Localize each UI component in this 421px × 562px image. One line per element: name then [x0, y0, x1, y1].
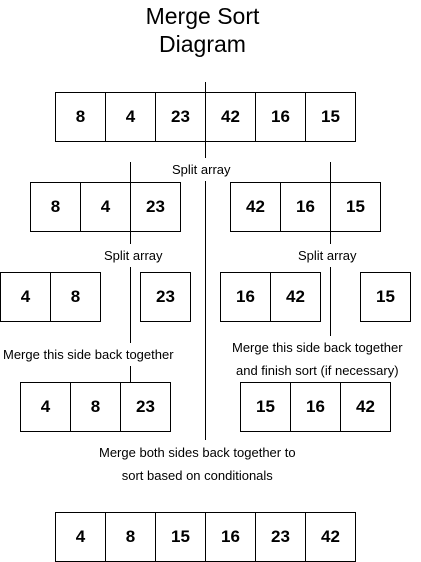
array-cell: 4: [80, 182, 131, 232]
merge-both-label: Merge both sides back together to sort b…: [99, 441, 296, 487]
split-label-center: Split array: [172, 158, 231, 181]
array-cell: 42: [340, 382, 391, 432]
right-merged-array: 15 16 42: [240, 382, 391, 432]
merge-label-right: Merge this side back together and finish…: [232, 336, 403, 382]
array-cell: 8: [30, 182, 81, 232]
left-merged-array: 4 8 23: [20, 382, 171, 432]
array-cell: 4: [20, 382, 71, 432]
array-cell: 42: [305, 512, 356, 562]
array-cell: 42: [230, 182, 281, 232]
diagram-title: Merge Sort Diagram: [0, 2, 405, 58]
title-line-2: Diagram: [159, 31, 246, 57]
array-cell: 8: [70, 382, 121, 432]
array-cell: 8: [105, 512, 156, 562]
array-cell: 16: [205, 512, 256, 562]
array-cell: 16: [280, 182, 331, 232]
split-label-right: Split array: [298, 244, 357, 267]
array-cell: 15: [330, 182, 381, 232]
array-cell: 23: [155, 92, 206, 142]
array-cell: 23: [120, 382, 171, 432]
merge-label-right-line-1: Merge this side back together: [232, 340, 403, 355]
array-cell: 42: [205, 92, 256, 142]
merge-label-right-line-2: and finish sort (if necessary): [235, 363, 399, 378]
array-cell: 4: [55, 512, 106, 562]
array-cell: 23: [130, 182, 181, 232]
array-cell: 8: [50, 272, 101, 322]
array-cell: 8: [55, 92, 106, 142]
array-cell: 23: [255, 512, 306, 562]
array-cell: 15: [305, 92, 356, 142]
array-cell: 4: [0, 272, 51, 322]
right-half-array: 42 16 15: [230, 182, 381, 232]
array-cell: 15: [360, 272, 411, 322]
merge-label-left: Merge this side back together: [3, 343, 174, 366]
final-sorted-array: 4 8 15 16 23 42: [55, 512, 356, 562]
array-cell: 15: [155, 512, 206, 562]
array-cell: 16: [290, 382, 341, 432]
array-cell: 23: [140, 272, 191, 322]
array-cell: 4: [105, 92, 156, 142]
left-single-array: 23: [140, 272, 191, 322]
center-connector-line: [205, 82, 206, 440]
left-pair-array: 4 8: [0, 272, 101, 322]
array-cell: 16: [220, 272, 271, 322]
array-cell: 16: [255, 92, 306, 142]
title-line-1: Merge Sort: [145, 3, 260, 29]
split-label-left: Split array: [104, 244, 163, 267]
right-single-array: 15: [360, 272, 411, 322]
merge-both-label-line-1: Merge both sides back together to: [99, 445, 296, 460]
left-half-array: 8 4 23: [30, 182, 181, 232]
array-cell: 15: [240, 382, 291, 432]
merge-both-label-line-2: sort based on conditionals: [121, 468, 273, 483]
left-connector-line: [130, 162, 131, 384]
array-cell: 42: [270, 272, 321, 322]
right-pair-array: 16 42: [220, 272, 321, 322]
initial-array: 8 4 23 42 16 15: [55, 92, 356, 142]
